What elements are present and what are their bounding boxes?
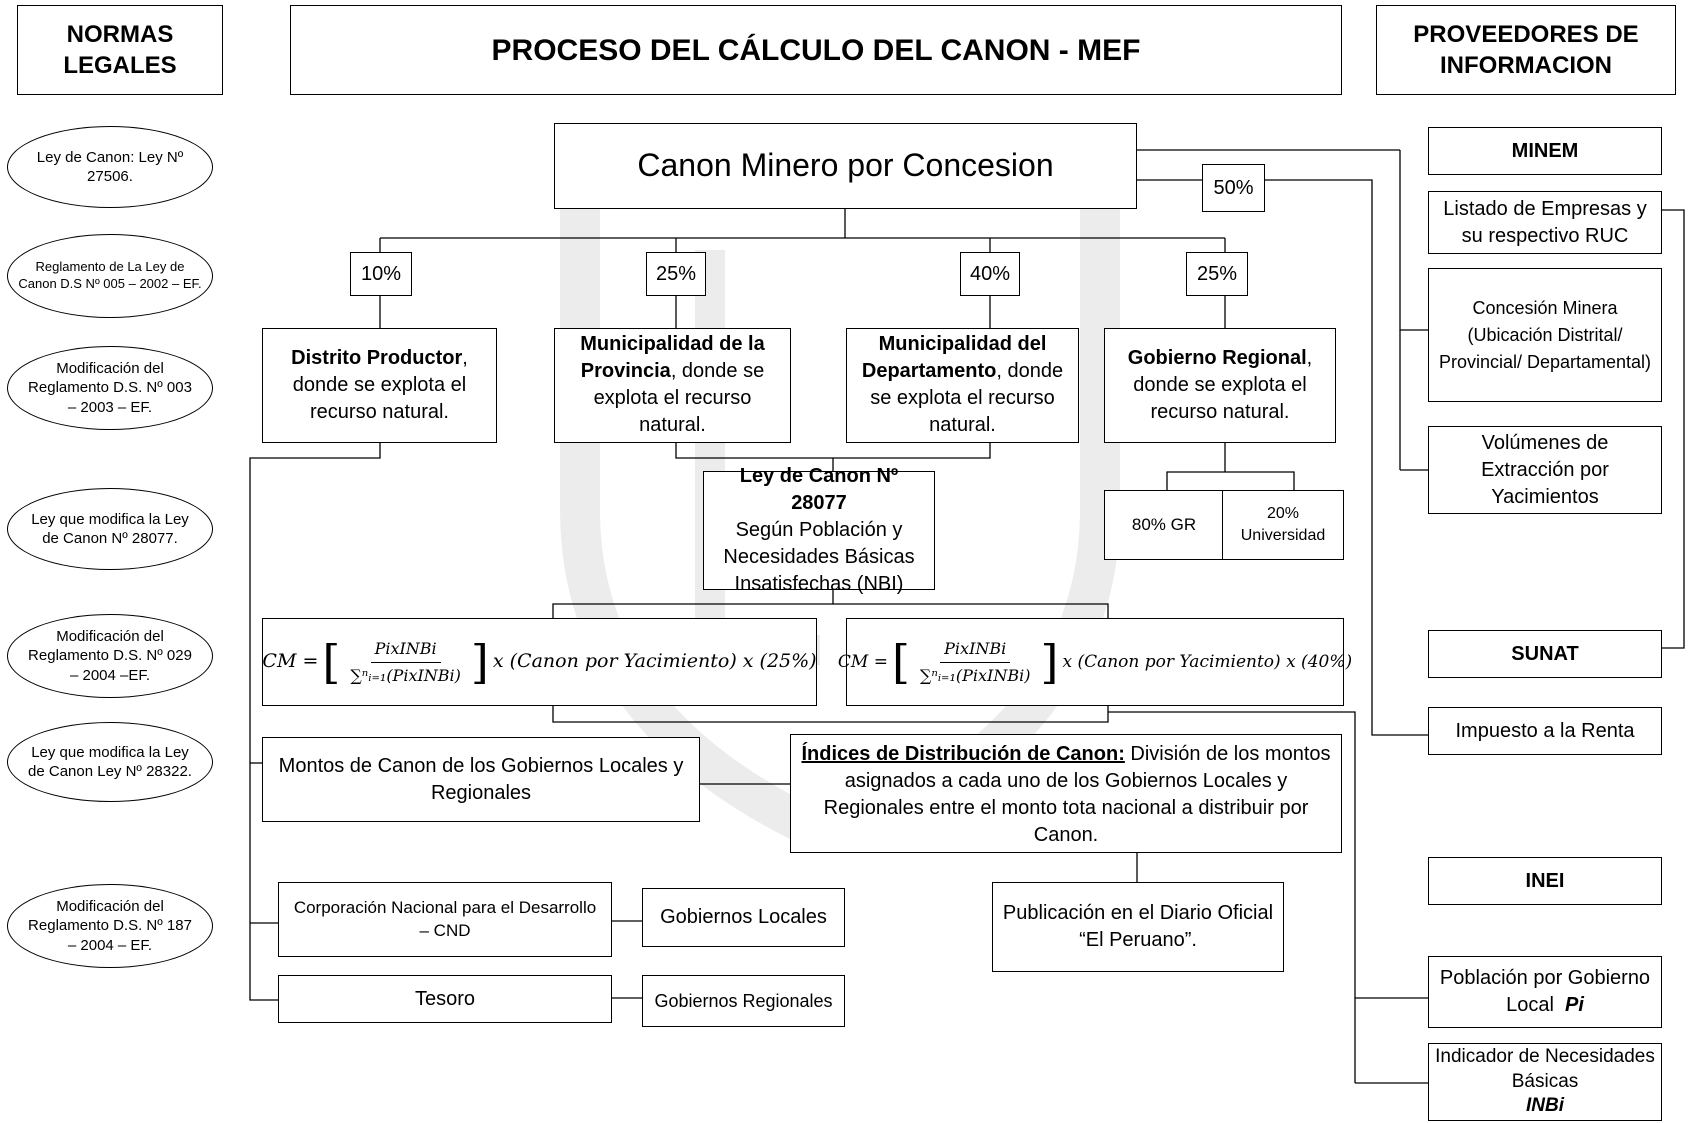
proveedores-header: PROVEEDORES DE INFORMACION — [1376, 5, 1676, 95]
norma-ds-029-2004: Modificación del Reglamento D.S. Nº 029 … — [7, 614, 213, 698]
pct-25-regional-badge: 25% — [1186, 252, 1248, 296]
formula-40-box: CM = [ PixINBi∑ⁿᵢ₌₁(PixINBi) ] x (Canon … — [838, 618, 1352, 706]
indices-distribucion-box: Índices de Distribución de Canon: Divisi… — [790, 734, 1342, 853]
indices-distribucion-desc: División de los montos asignados a cada … — [823, 743, 1331, 846]
normas-legales-header: NORMAS LEGALES — [17, 5, 223, 95]
poblacion-var: Pi — [1565, 994, 1584, 1016]
ley-canon-28077-box: Ley de Canon Nº 28077 Según Población y … — [703, 465, 935, 595]
norma-ley-27506: Ley de Canon: Ley Nº 27506. — [7, 126, 213, 208]
poblacion-gobierno-local-label: Población por Gobierno Local — [1439, 967, 1651, 1016]
ley-canon-28077-desc: Según Población y Necesidades Básicas In… — [723, 519, 915, 595]
impuesto-renta-box: Impuesto a la Renta — [1428, 707, 1662, 755]
gobiernos-regionales-box: Gobiernos Regionales — [642, 975, 845, 1027]
volumenes-extraccion-box: Volúmenes de Extracción por Yacimientos — [1428, 426, 1662, 514]
formula-40-rhs: x (Canon por Yacimiento) x (40%) — [1062, 651, 1353, 672]
municipalidad-departamento-box: Municipalidad del Departamento, donde se… — [846, 328, 1079, 443]
poblacion-gobierno-local-box: Población por Gobierno Local Pi — [1428, 956, 1662, 1028]
tesoro-box: Tesoro — [278, 975, 612, 1023]
ley-canon-28077-label: Ley de Canon Nº 28077 — [739, 465, 899, 514]
formula-40-denominator: ∑ⁿᵢ₌₁(PixINBi) — [919, 665, 1031, 685]
sunat-box: SUNAT — [1428, 630, 1662, 678]
montos-canon-box: Montos de Canon de los Gobiernos Locales… — [262, 737, 700, 822]
pct-40-badge: 40% — [960, 252, 1020, 296]
norma-ley-28322: Ley que modifica la Ley de Canon Ley Nº … — [7, 722, 213, 802]
listado-empresas-box: Listado de Empresas y su respectivo RUC — [1428, 191, 1662, 254]
formula-25-lhs: CM = — [262, 650, 319, 673]
indicador-nbi-var: INBi — [1526, 1095, 1564, 1117]
formula-25-box: CM = [ PixINBi∑ⁿᵢ₌₁(PixINBi) ] x (Canon … — [262, 618, 817, 706]
gr-80-box: 80% GR — [1104, 490, 1224, 560]
universidad-20-box: 20% Universidad — [1222, 490, 1344, 560]
indicador-nbi-label: Indicador de Necesidades Básicas — [1435, 1045, 1655, 1092]
distrito-productor-desc: , donde se explota el recurso natural. — [292, 347, 468, 423]
norma-ds-005-2002: Reglamento de La Ley de Canon D.S Nº 005… — [7, 234, 213, 318]
page-title: PROCESO DEL CÁLCULO DEL CANON - MEF — [290, 5, 1342, 95]
minem-box: MINEM — [1428, 127, 1662, 175]
norma-ds-187-2004: Modificación del Reglamento D.S. Nº 187 … — [7, 884, 213, 968]
cnd-box: Corporación Nacional para el Desarrollo … — [278, 882, 612, 957]
gobiernos-locales-box: Gobiernos Locales — [642, 888, 845, 947]
municipalidad-departamento-label: Municipalidad del Departamento — [861, 333, 1047, 382]
gobierno-regional-box: Gobierno Regional, donde se explota el r… — [1104, 328, 1336, 443]
pct-25-provincia-badge: 25% — [646, 252, 706, 296]
municipalidad-provincia-label: Municipalidad de la Provincia — [580, 333, 765, 382]
norma-ds-003-2003: Modificación del Reglamento D.S. Nº 003 … — [7, 346, 213, 430]
pct-10-badge: 10% — [350, 252, 412, 296]
formula-25-numerator: PixINBi — [370, 638, 441, 663]
pct-50-badge: 50% — [1202, 164, 1265, 212]
gobierno-regional-label: Gobierno Regional — [1127, 347, 1307, 369]
distrito-productor-label: Distrito Productor — [291, 347, 463, 369]
formula-25-rhs: x (Canon por Yacimiento) x (25%) — [492, 650, 817, 673]
indices-distribucion-label: Índices de Distribución de Canon: — [801, 743, 1125, 765]
municipalidad-provincia-box: Municipalidad de la Provincia, donde se … — [554, 328, 791, 443]
municipalidad-departamento-desc: , donde se explota el recurso natural. — [870, 360, 1064, 436]
gobierno-regional-desc: , donde se explota el recurso natural. — [1133, 347, 1313, 423]
municipalidad-provincia-desc: , donde se explota el recurso natural. — [593, 360, 765, 436]
norma-ley-28077: Ley que modifica la Ley de Canon Nº 2807… — [7, 488, 213, 570]
publicacion-peruano-box: Publicación en el Diario Oficial “El Per… — [992, 882, 1284, 972]
formula-40-numerator: PixINBi — [940, 638, 1011, 663]
canon-minero-root: Canon Minero por Concesion — [554, 123, 1137, 209]
concesion-minera-box: Concesión Minera (Ubicación Distrital/ P… — [1428, 268, 1662, 402]
inei-box: INEI — [1428, 857, 1662, 905]
formula-40-lhs: CM = — [837, 651, 888, 672]
formula-25-denominator: ∑ⁿᵢ₌₁(PixINBi) — [350, 665, 461, 685]
distrito-productor-box: Distrito Productor, donde se explota el … — [262, 328, 497, 443]
